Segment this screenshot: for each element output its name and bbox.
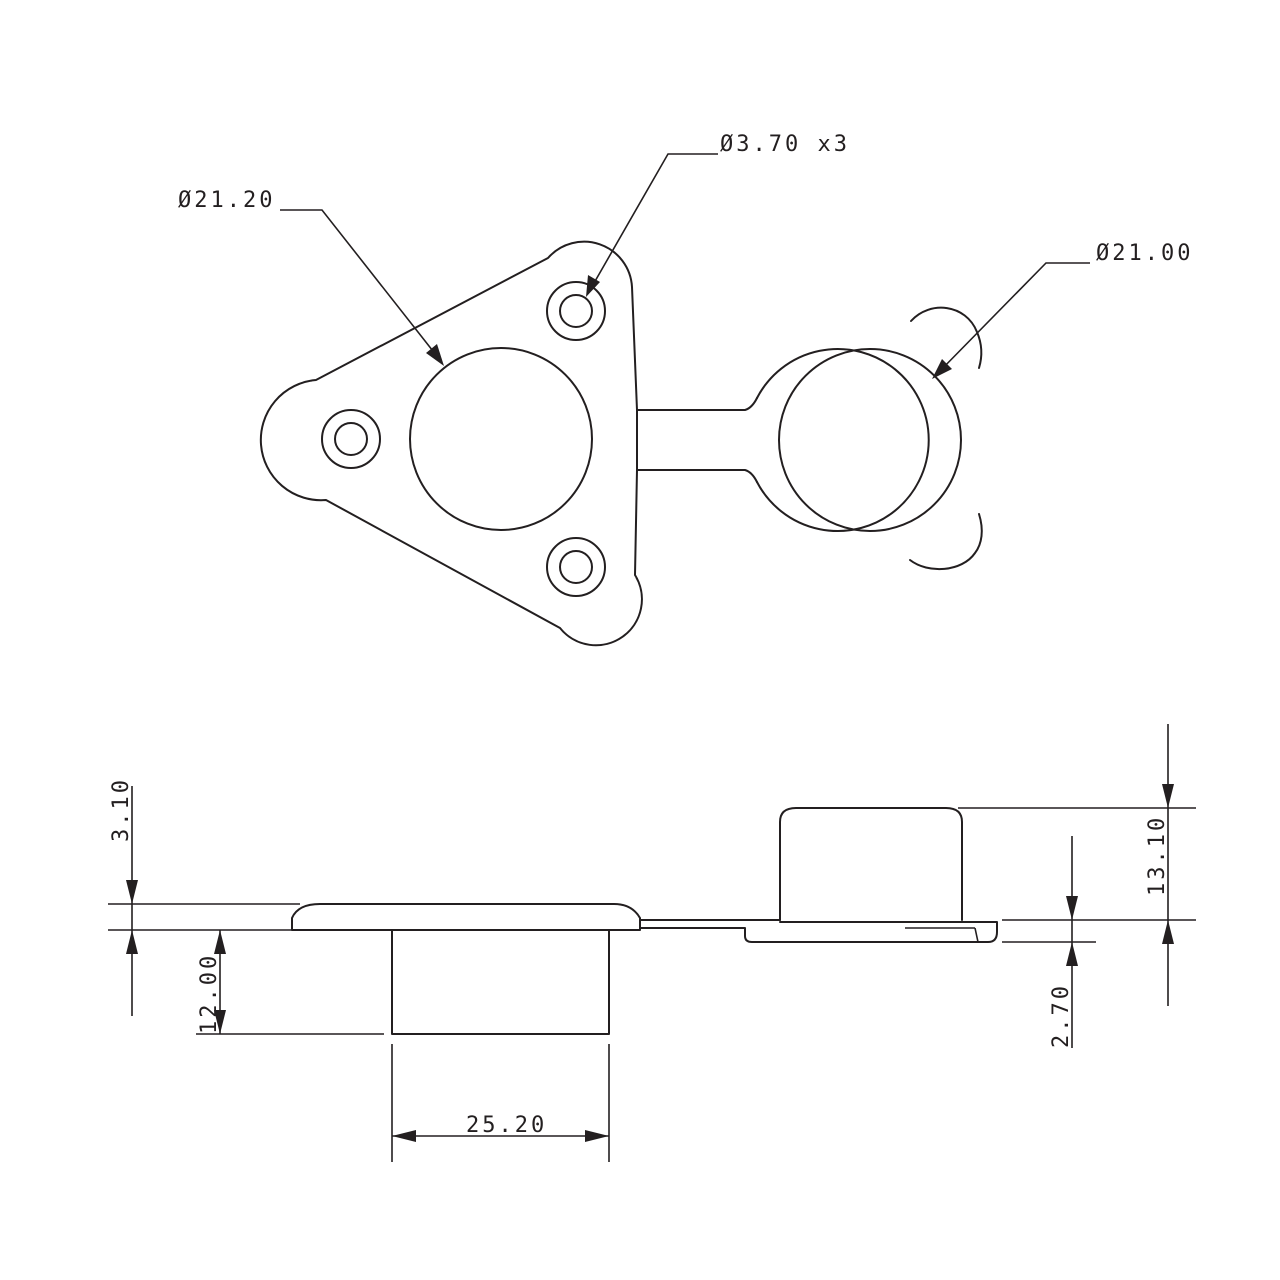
body-profile — [391, 929, 610, 1035]
dim-flange-thickness: 3.10 — [109, 777, 134, 842]
main-bore-circle — [409, 347, 593, 531]
leader-mount-holes — [589, 153, 718, 291]
dim-arrow-cap-flange-bottom — [1066, 942, 1078, 966]
callout-mount-holes: Ø3.70 x3 — [720, 132, 850, 157]
side-view: 3.10 12.00 25.20 13.10 2.70 — [108, 724, 1196, 1162]
cap-flange-inner-line-2 — [974, 927, 979, 943]
leader-cap-bore — [936, 262, 1090, 375]
dim-cap-height: 13.10 — [1145, 815, 1170, 896]
triangular-flange-outline — [259, 240, 643, 647]
dim-arrow-flange-top — [126, 880, 138, 904]
mount-hole-top-outer — [546, 281, 606, 341]
dim-cap-flange: 2.70 — [1049, 983, 1074, 1048]
cap-tab-lower — [909, 513, 983, 571]
dim-arrow-width-left — [392, 1130, 416, 1142]
callout-large-bore: Ø21.20 — [178, 188, 275, 213]
flange-plate — [291, 903, 641, 931]
cap-bore-circle — [778, 348, 962, 532]
dim-arrow-cap-flange-top — [1066, 896, 1078, 920]
leader-large-bore-arrowhead — [426, 344, 444, 366]
mount-hole-left-outer — [321, 409, 381, 469]
mount-hole-bottom-outer — [546, 537, 606, 597]
leader-mount-holes-arrowhead — [586, 275, 600, 297]
dim-arrow-flange-bottom — [126, 930, 138, 954]
dim-arrow-cap-base — [1162, 920, 1174, 944]
dim-body-width: 25.20 — [466, 1113, 547, 1138]
connecting-strap — [636, 397, 758, 483]
mount-hole-left-inner — [334, 422, 368, 456]
top-view: Ø21.20 Ø3.70 x3 Ø21.00 — [178, 132, 1193, 647]
cap-ring-outer — [756, 348, 930, 532]
dim-arrow-body-top — [214, 930, 226, 954]
dim-arrow-width-right — [585, 1130, 609, 1142]
callout-cap-bore: Ø21.00 — [1096, 241, 1193, 266]
leader-large-bore — [280, 209, 441, 361]
cap-flange — [726, 921, 998, 943]
mount-hole-top-inner — [559, 294, 593, 328]
dim-arrow-body-bottom — [214, 1010, 226, 1034]
cap-body — [779, 807, 963, 921]
cap-tab-upper — [910, 306, 983, 369]
dim-arrow-cap-top — [1162, 784, 1174, 808]
dim-body-depth: 12.00 — [197, 953, 222, 1034]
mount-hole-bottom-inner — [559, 550, 593, 584]
leader-cap-bore-arrowhead — [932, 359, 952, 379]
